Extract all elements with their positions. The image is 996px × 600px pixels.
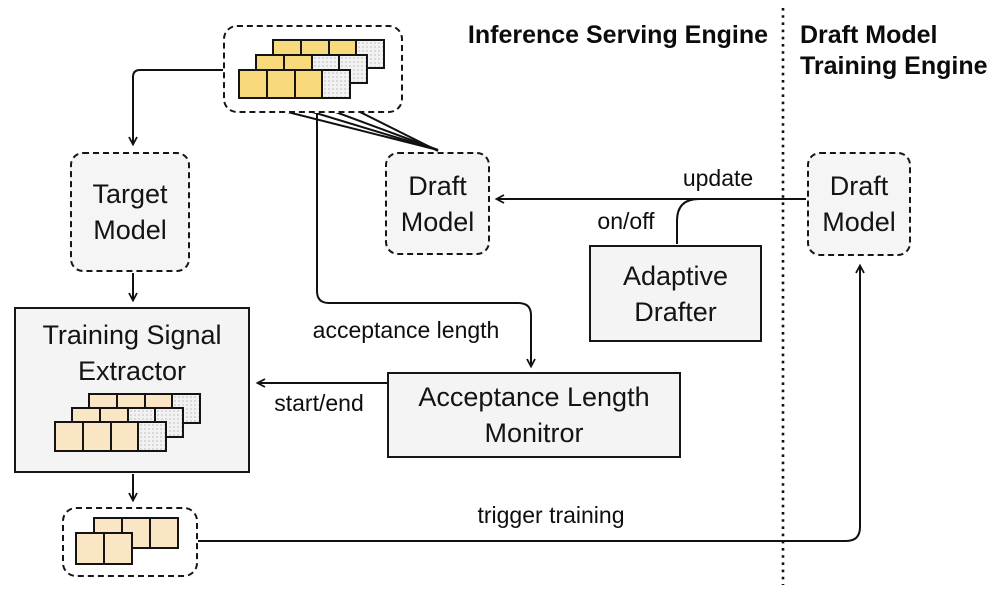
token-cell-peach — [54, 421, 84, 452]
trigger-training-label: trigger training — [477, 502, 625, 528]
acceptance-length-monitor-node: Acceptance Length Monitror — [387, 372, 681, 458]
start-end-label: start/end — [274, 390, 364, 416]
adaptive-drafter-node: Adaptive Drafter — [589, 245, 762, 342]
on-off-label: on/off — [597, 208, 655, 234]
token-cell-gray — [137, 421, 168, 452]
target-model-node: Target Model — [70, 152, 190, 272]
training-batch-layer-front — [75, 532, 133, 565]
target-model-label-line2: Model — [93, 215, 167, 245]
draft-model-training-node: Draft Model — [807, 152, 911, 256]
update-label: update — [682, 165, 754, 191]
draft-model-training-label-line2: Model — [822, 207, 896, 237]
training-signal-extractor-node: Training Signal Extractor — [14, 307, 250, 473]
extractor-token-layer-front — [54, 421, 168, 452]
token-cell-gold — [293, 69, 324, 99]
adaptive-drafter-label-line1: Adaptive — [622, 260, 729, 291]
token-cell-peach — [148, 517, 179, 549]
draft-model-serving-label-line2: Model — [400, 206, 475, 237]
header-draft-model-training-engine: Draft Model Training Engine — [800, 20, 988, 82]
monitor-label-line2: Monitror — [484, 418, 584, 448]
edge-tokens-to-target — [128, 69, 223, 147]
token-cell-peach — [81, 421, 112, 452]
edge-on-off — [676, 198, 700, 244]
header-right-line1: Draft Model — [800, 21, 938, 49]
token-cell-gold — [238, 69, 268, 99]
header-inference-serving-engine: Inference Serving Engine — [467, 21, 768, 49]
token-cell-gray — [321, 69, 352, 99]
extractor-label-line2: Extractor — [77, 356, 187, 386]
target-model-label-line1: Target — [92, 179, 168, 209]
draft-model-training-label-line1: Draft — [829, 171, 889, 201]
acceptance-length-label: acceptance length — [312, 317, 500, 343]
draft-model-serving-label-line1: Draft — [408, 170, 467, 201]
monitor-label-line1: Acceptance Length — [418, 382, 650, 412]
token-cell-peach — [109, 421, 140, 452]
draft-model-serving-node: Draft Model — [385, 152, 490, 255]
header-right-line2: Training Engine — [800, 52, 988, 80]
speculative-token-layer-front — [238, 69, 352, 99]
token-cell-peach — [75, 532, 105, 565]
token-cell-peach — [102, 532, 133, 565]
token-cell-gold — [265, 69, 296, 99]
extractor-label-line1: Training Signal — [42, 320, 222, 350]
adaptive-drafter-label-line2: Drafter — [634, 296, 717, 327]
